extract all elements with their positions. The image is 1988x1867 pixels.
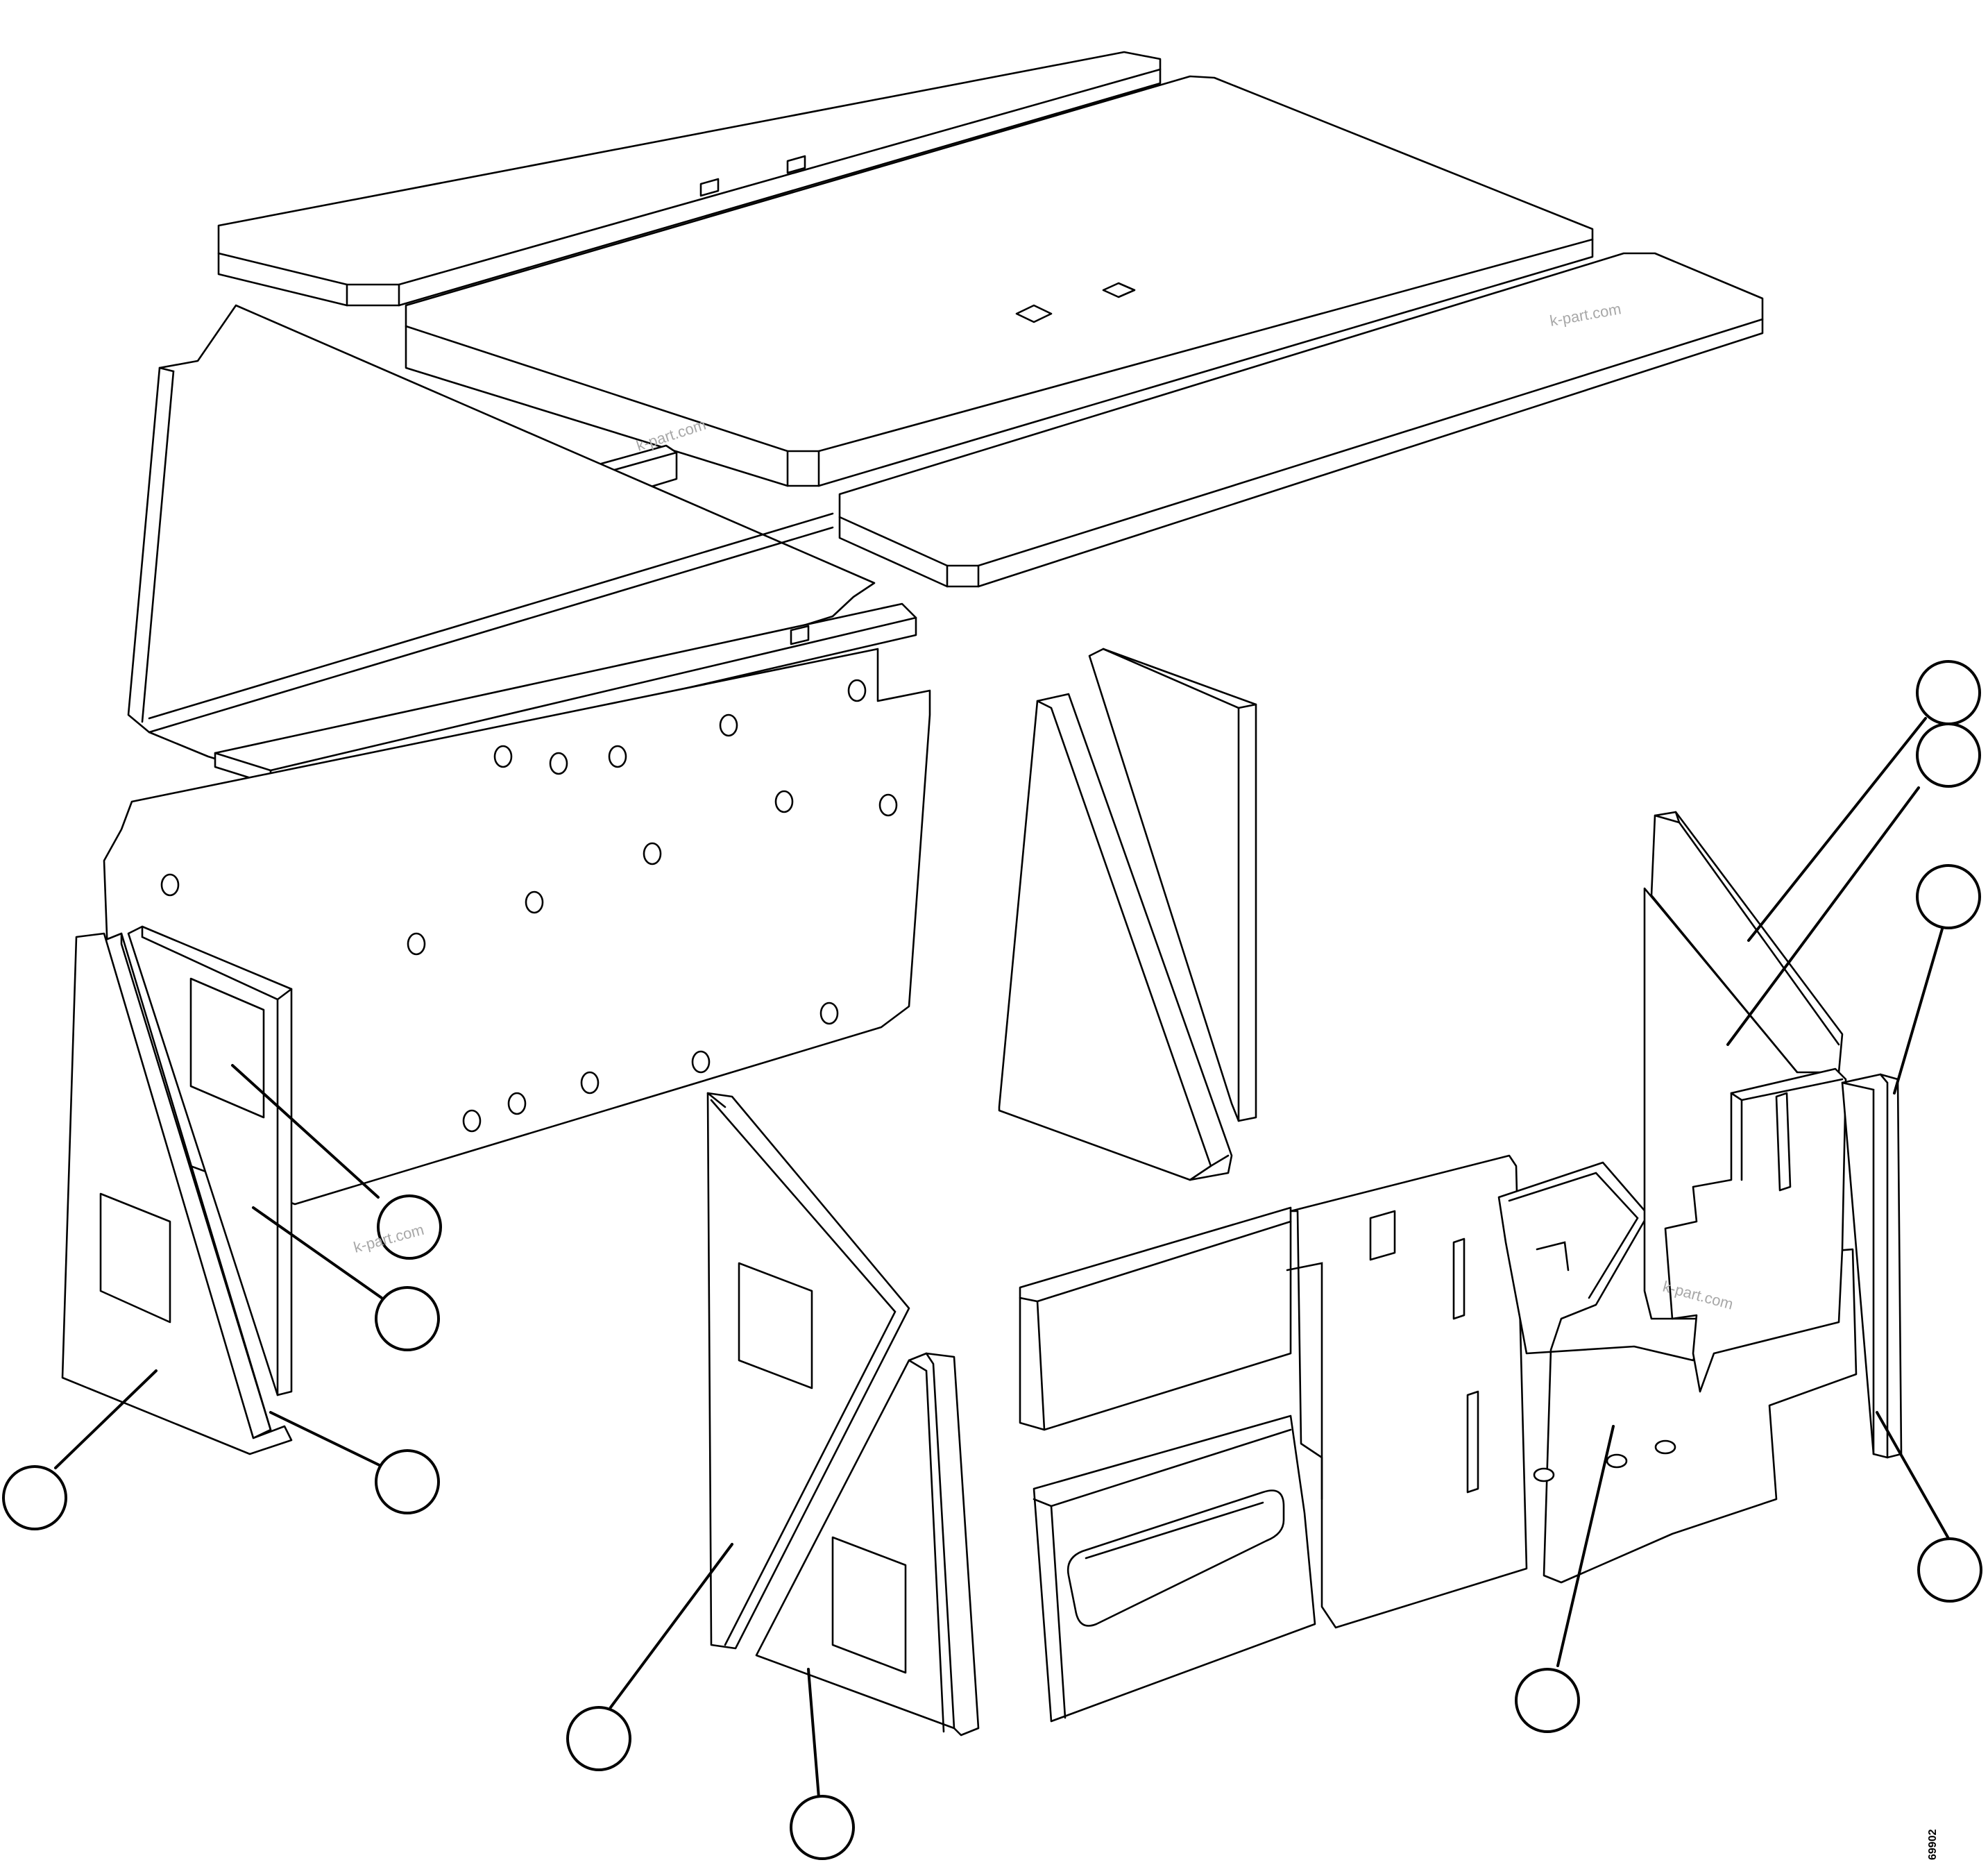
leader-left-edge-strip — [269, 1411, 386, 1469]
callout-right-lower — [1917, 1537, 1982, 1603]
roof-panel-rear — [217, 51, 1162, 307]
callout-center-front-panel — [566, 1706, 631, 1771]
left-outer-panel — [61, 932, 293, 1455]
leader-lines — [54, 717, 1951, 1799]
leader-left-outer-panel — [54, 1369, 158, 1469]
leader-upper-right-1 — [1747, 717, 1927, 942]
callout-upper-right-1 — [1916, 660, 1981, 725]
floor-panel-main — [1286, 1154, 1528, 1629]
callout-left-edge-strip — [375, 1449, 440, 1514]
center-front-panel-front — [755, 1352, 980, 1737]
leader-upper-right-2 — [1726, 786, 1920, 1046]
callout-center-rear-panel — [790, 1795, 855, 1860]
callout-floor-panel — [1515, 1668, 1580, 1733]
leader-center-rear-panel — [807, 1668, 820, 1799]
floor-panel-lower-block — [1033, 1414, 1316, 1723]
leader-floor-panel — [1556, 1425, 1615, 1667]
roof-panel-front — [838, 252, 1764, 588]
floor-panel-left-block — [1019, 1206, 1292, 1431]
center-front-panel-back — [706, 1092, 910, 1650]
leader-left-window — [231, 1064, 380, 1199]
callout-upper-right-3 — [1916, 864, 1981, 929]
leader-center-front-panel — [609, 1543, 733, 1709]
left-inner-panel — [127, 925, 293, 1396]
callout-left-inner-panel — [375, 1286, 440, 1351]
roof-panel-center — [405, 75, 1594, 487]
leader-right-lower — [1876, 1411, 1951, 1542]
rear-wall-frame — [127, 304, 876, 786]
callout-left-window — [377, 1194, 442, 1260]
rear-perforated-panel — [103, 648, 931, 1206]
rear-wall-ledge — [214, 602, 917, 786]
center-rear-panel-back — [1088, 648, 1257, 1122]
center-rear-panel-front — [998, 693, 1233, 1181]
callout-circles — [2, 660, 1982, 1860]
right-bracket-panel — [1664, 1067, 1847, 1393]
callout-upper-right-2 — [1916, 723, 1981, 788]
leader-left-inner-panel — [252, 1206, 383, 1299]
drawing-number: 69902 — [1927, 1829, 1939, 1860]
callout-left-outer-panel — [2, 1465, 67, 1530]
leader-upper-right-3 — [1893, 925, 1944, 1095]
